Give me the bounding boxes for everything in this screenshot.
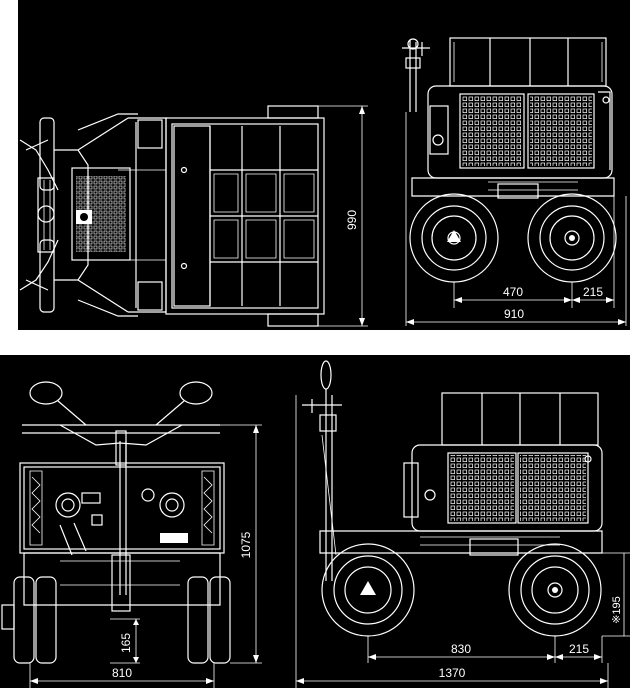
left-side-view: ※195 830 215 1370 — [295, 360, 630, 688]
bottom-drawing-svg: 1075 165 810 — [1, 360, 630, 688]
dim-width-810: 810 — [29, 663, 215, 688]
dim-note-height-label: ※195 — [611, 596, 623, 624]
right-side-view: 470 215 910 — [402, 37, 627, 326]
top-drawing-svg: 990 — [19, 37, 627, 327]
ls-rack — [441, 392, 599, 446]
dim-overall-width-label: 810 — [112, 666, 132, 680]
rs-front-wheel — [409, 193, 499, 283]
dim-width-990: 990 — [318, 105, 368, 327]
rear-wheels — [1, 576, 231, 664]
rear-handlebar — [22, 424, 220, 595]
dim-rs-overhang-label: 215 — [583, 285, 603, 299]
ls-chassis — [319, 530, 603, 556]
rear-lower-frame — [23, 552, 221, 612]
rs-rack — [449, 37, 607, 87]
dim-clearance-165: 165 — [110, 618, 140, 664]
dim-rs-wheelbase-label: 470 — [503, 285, 523, 299]
dim-ls-830: 830 215 — [367, 636, 603, 663]
rs-handle-post — [402, 38, 430, 112]
bottom-drawing-panel: 1075 165 810 — [0, 355, 630, 688]
dim-rs-470: 470 215 — [453, 196, 615, 308]
plan-frame — [77, 113, 167, 317]
plan-handlebar — [19, 117, 129, 313]
dim-clearance-label: 165 — [119, 633, 133, 653]
dim-height-1075: 1075 — [210, 424, 262, 664]
top-drawing-panel: 990 — [18, 0, 630, 330]
dim-ls-wheelbase-label: 830 — [451, 642, 471, 656]
rs-rear-wheel — [527, 193, 617, 283]
ls-handle-post — [302, 360, 342, 581]
rs-body — [427, 85, 613, 179]
ls-front-wheel — [321, 543, 415, 637]
plan-view: 990 — [19, 105, 368, 327]
dim-width-label: 990 — [345, 210, 359, 230]
dim-ls-length-label: 1370 — [439, 666, 466, 680]
dim-rs-length-label: 910 — [504, 307, 524, 321]
rear-body — [19, 462, 225, 556]
dim-ls-1370: 1370 — [295, 395, 609, 688]
plan-control-box — [71, 167, 131, 261]
dim-ls-overhang-label: 215 — [569, 642, 589, 656]
ls-body — [403, 444, 603, 532]
dim-note-195: ※195 — [602, 552, 630, 637]
dim-height-label: 1075 — [239, 531, 253, 558]
rear-view: 1075 165 810 — [1, 381, 262, 688]
rear-mirrors — [29, 381, 213, 426]
plan-cargo-bed — [165, 105, 325, 327]
ls-rear-wheel — [508, 543, 602, 637]
dim-rs-910: 910 — [405, 112, 627, 326]
